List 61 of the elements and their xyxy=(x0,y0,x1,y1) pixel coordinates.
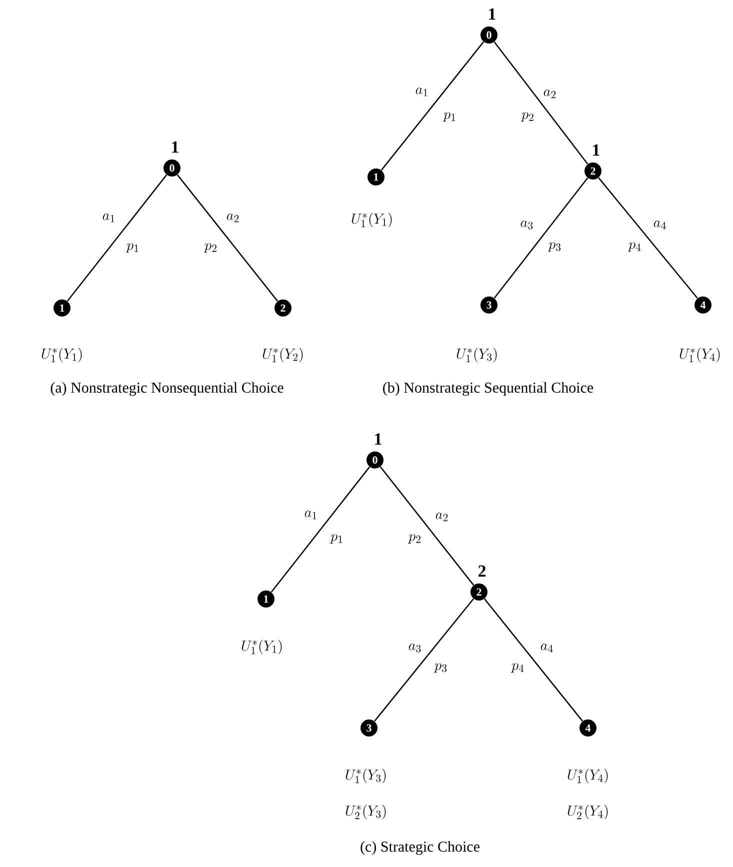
probability-label: $p_2$ xyxy=(521,112,534,122)
payoff-label: $U_1^*(Y_3)$ xyxy=(346,768,386,784)
probability-label: $p_4$ xyxy=(628,242,641,252)
tree-node: 1 xyxy=(54,300,70,316)
tree-branch xyxy=(494,42,588,164)
payoff-label: $U_1^*(Y_1)$ xyxy=(42,348,82,362)
player-number: 1 xyxy=(375,433,382,445)
edge-label: $a_2$ xyxy=(544,90,556,98)
tree-branch xyxy=(484,598,584,722)
payoff-label: $U_1^*(Y_4)$ xyxy=(680,348,720,362)
probability-label: $p_4$ xyxy=(511,663,524,672)
payoff-label: $U_2^*(Y_3)$ xyxy=(346,804,386,820)
tree-node: 2 xyxy=(274,300,292,316)
edge-label: $a_3$ xyxy=(520,220,533,230)
payoff-label: $U_2^*(Y_4)$ xyxy=(568,804,608,820)
edge-label: $a_4$ xyxy=(654,220,666,230)
probability-label: $p_3$ xyxy=(434,663,447,672)
edge-label: $a_2$ xyxy=(226,214,239,222)
tree-node: 4 xyxy=(694,296,712,314)
tree-node: 4 xyxy=(580,720,596,736)
edge-label: $a_3$ xyxy=(408,644,421,652)
probability-label: $p_1$ xyxy=(330,534,342,544)
tree-branch xyxy=(598,177,698,299)
tree-branch xyxy=(374,598,474,722)
edge-label: $a_1$ xyxy=(416,88,428,96)
payoff-label: $U_1^*(Y_4)$ xyxy=(568,768,608,784)
tree-node: 2 xyxy=(470,584,488,600)
tree-node: 1 xyxy=(258,590,274,608)
tree-branch xyxy=(494,177,588,299)
tree-branch xyxy=(270,466,370,593)
caption: (c) Strategic Choice xyxy=(360,841,480,855)
probability-label: $p_2$ xyxy=(408,534,420,544)
payoff-label: $U_1^*(Y_2)$ xyxy=(262,348,303,362)
player-number: 2 xyxy=(478,565,486,577)
player-number: 1 xyxy=(593,144,600,156)
caption: (a) Nonstrategic Nonsequential Choice xyxy=(50,382,284,396)
payoff-label: $U_1^*(Y_3)$ xyxy=(456,348,497,362)
tree-branch xyxy=(66,174,168,302)
probability-label: $p_1$ xyxy=(126,243,138,252)
player-number: 1 xyxy=(489,8,496,20)
tree-node: 3 xyxy=(360,720,378,736)
player-number: 1 xyxy=(172,141,178,153)
tree-branch xyxy=(176,174,278,302)
tree-node: 0 xyxy=(480,26,498,44)
edge-label: $a_1$ xyxy=(102,214,114,222)
tree-branch xyxy=(380,41,484,171)
tree-node: 0 xyxy=(366,452,384,468)
probability-label: $p_3$ xyxy=(548,242,561,252)
edge-label: $a_4$ xyxy=(540,644,553,652)
edge-label: $a_2$ xyxy=(436,512,448,522)
payoff-label: $U_1^*(Y_1)$ xyxy=(352,212,392,228)
tree-node: 1 xyxy=(368,168,384,186)
edge-label: $a_1$ xyxy=(304,510,316,520)
probability-label: $p_1$ xyxy=(443,112,456,122)
tree-node: 3 xyxy=(480,296,498,314)
probability-label: $p_2$ xyxy=(204,243,216,252)
tree-node: 0 xyxy=(164,160,180,176)
tree-branch xyxy=(380,466,474,586)
tree-node: 2 xyxy=(584,162,602,180)
payoff-label: $U_1^*(Y_1)$ xyxy=(242,640,282,654)
caption: (b) Nonstrategic Sequential Choice xyxy=(383,382,594,396)
